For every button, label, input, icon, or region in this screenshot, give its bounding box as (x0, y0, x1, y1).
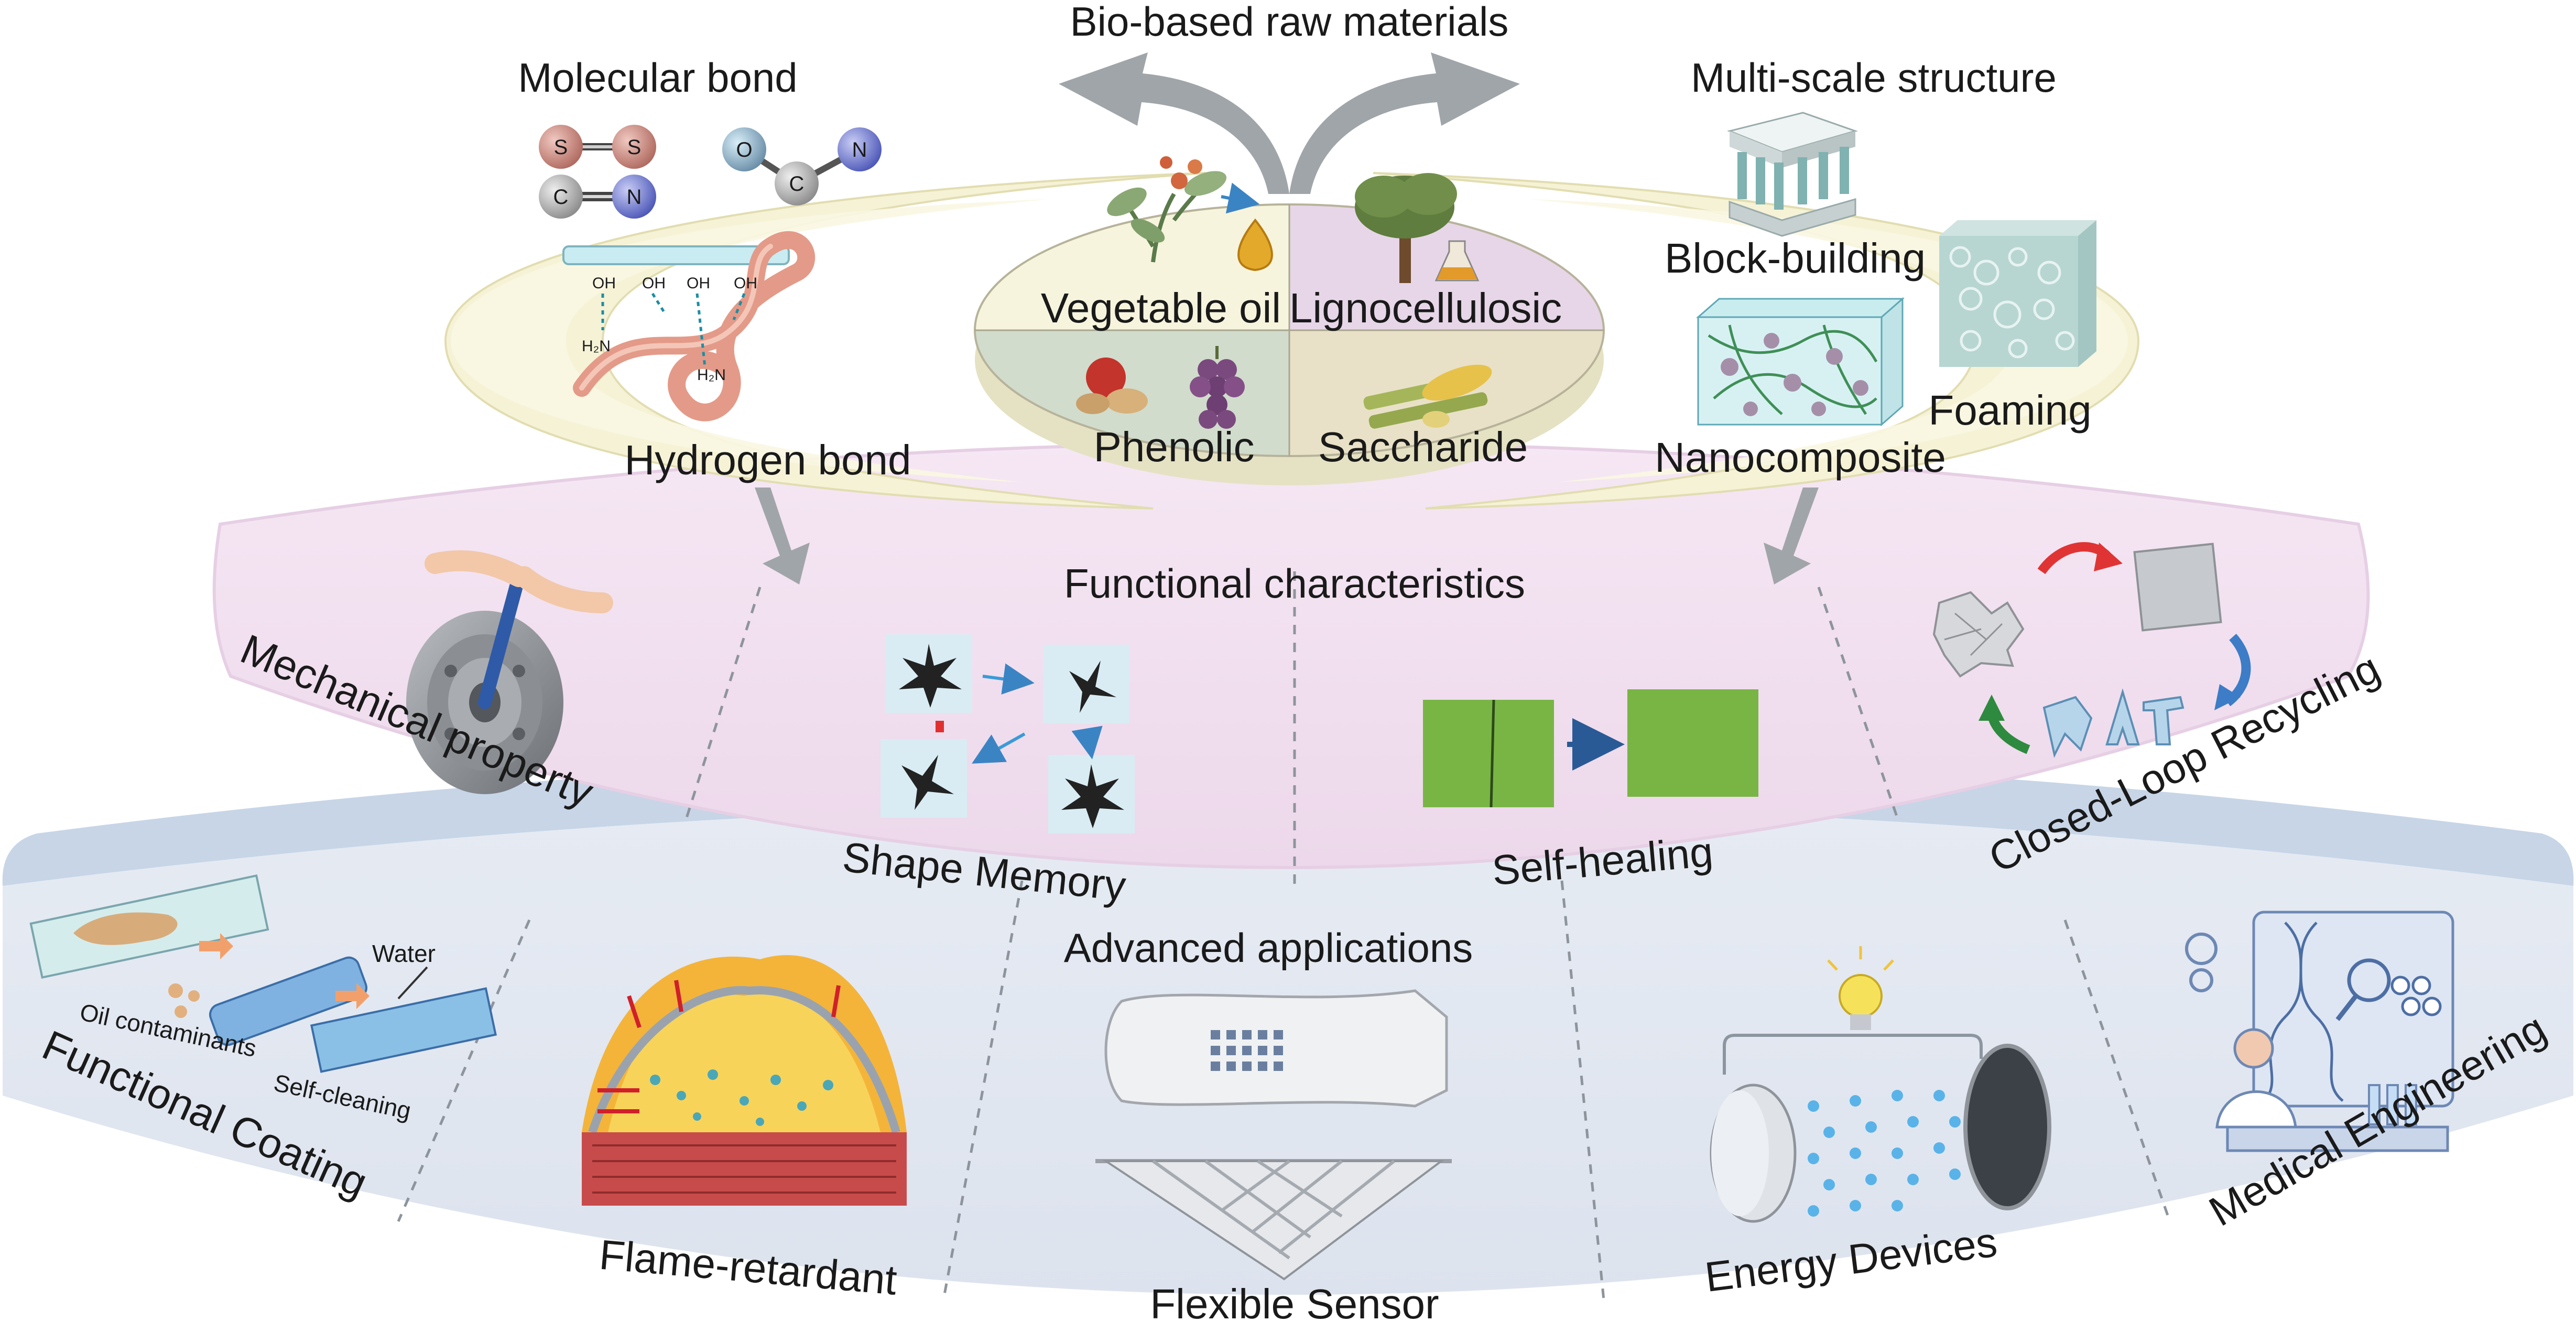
atom-label: N (852, 138, 867, 161)
sulfur-atom-icon (539, 125, 583, 169)
shape-memory-diagram (881, 634, 1135, 833)
arrow-to-functional-left (755, 488, 810, 584)
recycling-diagram (1932, 542, 2251, 758)
foaming-label: Foaming (1928, 387, 2091, 434)
carbon-atom-icon (775, 161, 819, 205)
exchange-arrow (1221, 182, 1260, 214)
applications-dividers (397, 880, 2171, 1301)
flexible-sensor-diagram (1095, 989, 1452, 1281)
atom-label: S (627, 136, 642, 159)
nanocomposite-label: Nanocomposite (1655, 434, 1946, 481)
protective-arc (588, 986, 900, 1134)
applications-title: Advanced applications (1064, 925, 1473, 971)
molecule-cn: C N (539, 175, 656, 219)
foam-cube-icon (1939, 220, 2096, 367)
atom-label: C (789, 172, 805, 196)
cut-sample (1423, 700, 1554, 807)
crushed-material-icon (1932, 591, 2025, 678)
water-stream (209, 956, 368, 1046)
lignocellulosic-label: Lignocellulosic (1289, 285, 1562, 331)
carbon-atom-icon (539, 175, 583, 219)
reformed-sheet-icon (2133, 543, 2222, 632)
clean-surface-icon (310, 987, 497, 1073)
lightbulb-icon (1839, 974, 1883, 1018)
fruit-nuts-icon (1076, 358, 1148, 414)
hydroxyl-label: OH (642, 275, 666, 292)
hydroxyl-label: OH (734, 275, 757, 292)
saccharide-label: Saccharide (1318, 424, 1528, 470)
hbond-dashes (601, 293, 746, 367)
vegetable-oil-plant-icon (1107, 156, 1227, 263)
arrow-to-functional-right (1764, 488, 1819, 584)
block-building-label: Block-building (1665, 235, 1926, 281)
flexible-sensor-label: Flexible Sensor (1150, 1281, 1439, 1327)
mechanical-wheel-icon (406, 550, 613, 794)
atom-label: O (736, 138, 752, 161)
sulfur-atom-icon (612, 125, 656, 169)
substrate-layer (582, 1132, 907, 1206)
healed-sample (1627, 689, 1758, 797)
magnifier-icon (2347, 958, 2391, 1002)
multiscale-title: Multi-scale structure (1691, 55, 2057, 101)
star-shape-icon (899, 644, 962, 708)
flame-retardant-diagram (582, 955, 907, 1206)
star-shape-icon (1061, 764, 1124, 828)
energy-device-diagram (1710, 946, 2051, 1223)
wide-oval-left (451, 199, 1048, 482)
circuit-wire (1723, 1034, 1983, 1075)
grapes-icon (1190, 346, 1245, 429)
hydrogen-bond-illustration: OH OH OH OH H₂N H₂N Hydrogen bond (562, 231, 911, 483)
oxygen-atom-icon (722, 127, 766, 171)
arrow-to-molecular-bond (1059, 52, 1289, 194)
hydroxyl-label: OH (592, 275, 616, 292)
ion-particles (1808, 1090, 1961, 1217)
gear-icon (2185, 933, 2218, 992)
medical-engineering-diagram (2185, 911, 2454, 1152)
nitrogen-atom-icon (612, 175, 656, 219)
sugarcane-corn-icon (1363, 364, 1492, 429)
hydroxyl-label: OH (687, 275, 710, 292)
amine-label: H₂N (697, 366, 726, 384)
polymer-backbone (562, 245, 790, 265)
nanocomposite-icon (1696, 297, 1905, 427)
functional-dividers (685, 571, 1899, 891)
folded-star-icon (1069, 660, 1116, 713)
phenolic-label: Phenolic (1094, 424, 1255, 470)
atom-label: S (554, 136, 568, 159)
folded-star-icon (901, 755, 954, 810)
water-label: Water (372, 940, 436, 967)
electrode-right-icon (1963, 1044, 2051, 1210)
block-building-icon (1727, 112, 1858, 237)
quadrant-vegetable-oil (975, 204, 1289, 330)
molded-shapes-icon (2042, 688, 2184, 758)
oil-drop-icon (1237, 218, 1273, 272)
oil-stain (73, 912, 178, 945)
scientist-icon (2233, 1028, 2274, 1069)
arrow-to-multiscale (1289, 52, 1520, 194)
raw-materials-title: Bio-based raw materials (1070, 0, 1509, 45)
tree-icon (1355, 173, 1457, 283)
dna-icon (2263, 922, 2344, 1102)
heat-arrows (597, 980, 841, 1113)
atom-label: C (553, 186, 569, 209)
lab-bench (2226, 1125, 2449, 1152)
functional-title: Functional characteristics (1064, 560, 1525, 607)
char-particles (650, 1069, 833, 1126)
flask-icon (1434, 240, 1480, 281)
medical-screen-icon (2252, 911, 2454, 1108)
process-arrow (199, 933, 233, 959)
hydrogen-bond-label: Hydrogen bond (624, 437, 911, 483)
amine-label: H₂N (582, 338, 611, 355)
molecule-ss: S S (539, 125, 656, 169)
molecular-bond-title: Molecular bond (518, 55, 797, 101)
atom-label: N (627, 186, 642, 209)
vegetable-oil-label: Vegetable oil (1041, 285, 1281, 331)
heat-indicator (936, 721, 944, 732)
self-healing-diagram (1423, 689, 1758, 808)
molecule-isocyanate: O C N (722, 127, 882, 205)
nitrogen-atom-icon (838, 127, 882, 171)
